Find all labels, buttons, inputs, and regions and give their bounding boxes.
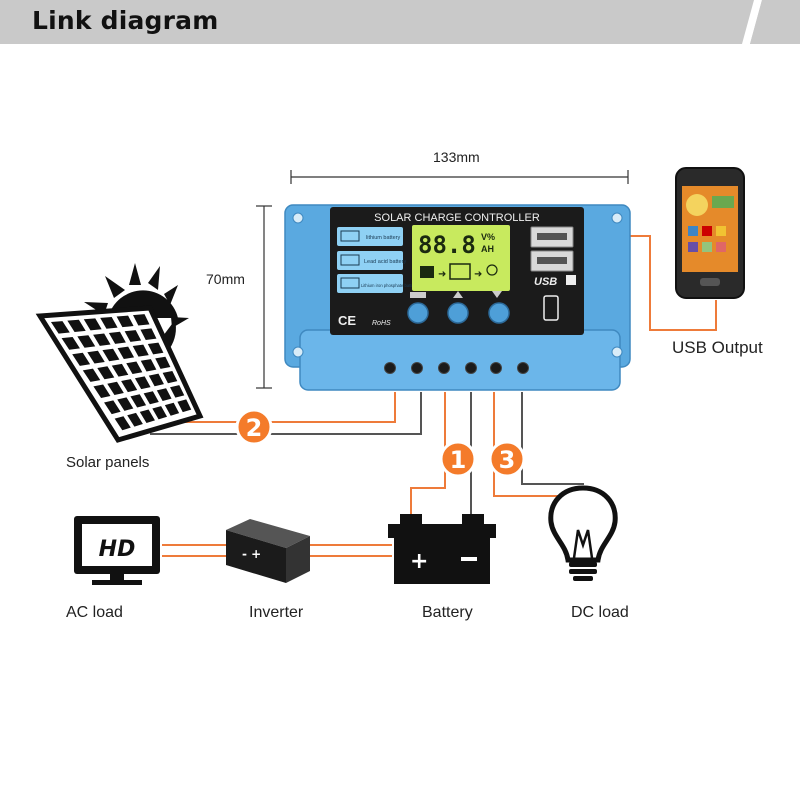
width-dimension-line [290, 170, 629, 184]
solar-cell [156, 388, 172, 401]
usb-ports: USB [530, 226, 576, 321]
svg-text:Lithium iron phosphate battery: Lithium iron phosphate battery [361, 283, 418, 288]
solar-cell [114, 416, 131, 431]
solar-charge-controller: SOLAR CHARGE CONTROLLER lithium battery … [284, 204, 631, 391]
solar-cell [83, 318, 102, 331]
ac-load-label: AC load [66, 604, 123, 621]
height-dimension-label: 70mm [206, 271, 245, 287]
tv-hd-label: HD [99, 537, 136, 562]
solar-cell [100, 316, 118, 329]
solar-cell [139, 409, 155, 423]
step-badge-1: 1 [439, 440, 477, 478]
solar-cell [170, 385, 185, 398]
solar-cell [67, 319, 86, 333]
inverter-icon: - + [226, 519, 310, 583]
solar-cell [130, 394, 147, 408]
svg-text:1: 1 [450, 446, 467, 474]
svg-text:Lead acid battery: Lead acid battery [364, 259, 406, 265]
solar-cell [140, 328, 157, 340]
controller-buttons [407, 291, 510, 324]
solar-cell [124, 330, 142, 342]
svg-text:AH: AH [481, 244, 494, 254]
step-badge-3: 3 [488, 440, 526, 478]
light-bulb-icon [548, 485, 618, 581]
solar-cell [134, 376, 151, 390]
solar-cell [87, 350, 105, 364]
svg-text:88.8: 88.8 [418, 231, 476, 259]
solar-cell [132, 344, 149, 357]
solar-panels-label: Solar panels [66, 454, 150, 471]
solar-cell [155, 356, 171, 369]
svg-text:lithium battery: lithium battery [366, 235, 400, 241]
inverter-label: Inverter [249, 604, 304, 621]
solar-cell [143, 391, 159, 405]
header-bar [0, 0, 800, 44]
height-dimension-line [256, 205, 272, 389]
solar-cell [162, 370, 178, 384]
solar-cell [108, 331, 126, 344]
battery-label: Battery [422, 604, 473, 621]
svg-text:- +: - + [242, 547, 261, 561]
solar-cell [82, 368, 101, 382]
solar-cell [140, 359, 157, 372]
svg-text:3: 3 [499, 446, 516, 474]
svg-text:V%: V% [481, 232, 495, 242]
usb-output-label: USB Output [672, 338, 763, 357]
controller-title: SOLAR CHARGE CONTROLLER [374, 212, 540, 224]
battery-type-labels: lithium battery Lead acid battery Lithiu… [337, 227, 418, 293]
solar-cell [116, 315, 134, 328]
solar-cell [61, 336, 80, 350]
ce-mark: CE [338, 313, 356, 328]
smartphone-icon [675, 167, 745, 299]
solar-cell [102, 348, 120, 362]
solar-cell [126, 361, 143, 375]
solar-cell [121, 379, 138, 393]
hd-tv-icon: HD [74, 516, 160, 585]
solar-cell [117, 397, 134, 411]
solar-panel-icon [35, 263, 204, 443]
solar-cell [107, 381, 124, 396]
solar-cell [133, 314, 150, 326]
page-title: Link diagram [32, 6, 219, 35]
header-decoration [742, 0, 800, 44]
solar-cell [104, 400, 121, 415]
rohs-mark: RoHS [372, 320, 391, 327]
solar-cell [50, 321, 70, 334]
width-dimension-label: 133mm [433, 149, 480, 165]
svg-text:2: 2 [246, 414, 263, 442]
battery-icon: + [388, 514, 496, 584]
solar-cell [93, 333, 111, 346]
lcd-display: 88.8 V% AH ➜ ➜ [412, 225, 510, 291]
svg-text:➜: ➜ [474, 269, 482, 280]
solar-cell [148, 373, 164, 387]
solar-cell [177, 399, 192, 413]
solar-cell [117, 346, 135, 359]
solar-cell [72, 352, 91, 366]
solar-cell [152, 406, 168, 420]
solar-cell [93, 384, 111, 399]
controller-terminals [384, 362, 529, 374]
step-badge-2: 2 [235, 408, 273, 446]
svg-text:USB: USB [534, 276, 557, 288]
solar-cell [127, 412, 143, 427]
svg-text:➜: ➜ [438, 269, 446, 280]
solar-cell [111, 363, 129, 377]
dc-load-label: DC load [571, 604, 629, 621]
svg-text:+: + [410, 549, 428, 574]
solar-cell [77, 335, 96, 348]
solar-cell [147, 342, 164, 355]
solar-cell [97, 366, 115, 380]
solar-cell [164, 402, 180, 416]
